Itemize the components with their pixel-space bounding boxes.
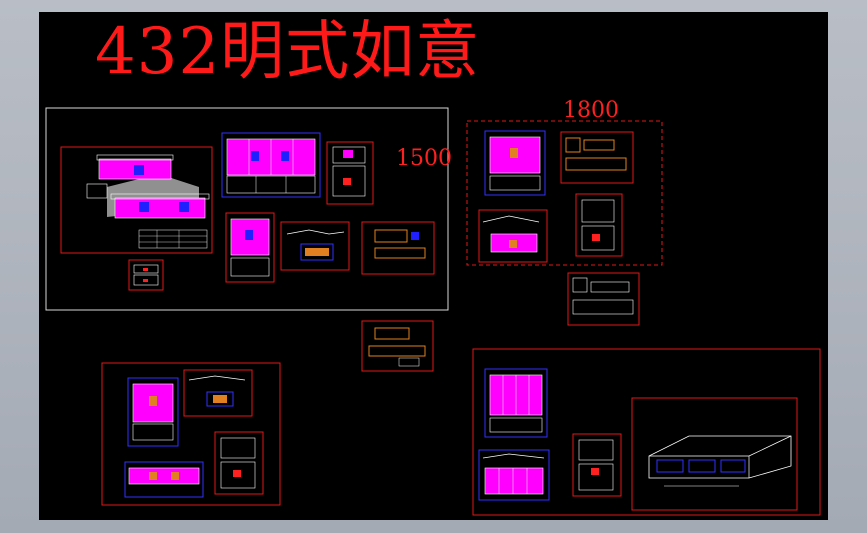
tv-cabinet-view-a[interactable] xyxy=(361,221,435,275)
tv-cabinet-view-b[interactable] xyxy=(361,320,434,372)
drawing-sheet xyxy=(45,107,821,516)
group-bedroom-set-c[interactable] xyxy=(101,362,281,506)
group-bedroom-set-a[interactable] xyxy=(45,107,449,311)
wardrobe-front-view-c[interactable] xyxy=(127,377,179,447)
cad-drawing-canvas[interactable]: 432明式如意 1800 1500 xyxy=(39,12,828,520)
wardrobe-side-view[interactable] xyxy=(225,212,275,283)
nightstand-view-b[interactable] xyxy=(575,193,623,257)
wardrobe-front-view-d[interactable] xyxy=(484,368,548,438)
bed-front-view-d[interactable] xyxy=(478,449,550,501)
bed-side-view-c[interactable] xyxy=(183,369,253,417)
group-bedroom-set-b[interactable] xyxy=(466,120,663,266)
dimension-label-depth: 1500 xyxy=(396,146,452,171)
group-bedroom-set-d[interactable] xyxy=(472,348,821,516)
cabinet-front-view[interactable] xyxy=(326,141,374,205)
wardrobe-front-view-b[interactable] xyxy=(484,130,546,196)
bed-side-view[interactable] xyxy=(280,221,350,271)
tv-cabinet-view-d[interactable] xyxy=(567,272,640,326)
nightstand-view-d[interactable] xyxy=(572,433,622,497)
nightstand-view-c[interactable] xyxy=(214,431,264,495)
tv-cabinet-perspective-view[interactable] xyxy=(631,397,798,511)
tv-cabinet-view-c[interactable] xyxy=(560,131,634,184)
drawing-title: 432明式如意 xyxy=(95,15,481,89)
dimension-label-width: 1800 xyxy=(563,98,619,123)
bed-side-view-b[interactable] xyxy=(478,209,548,263)
nightstand-front-view[interactable] xyxy=(128,259,164,291)
bed-front-view-c[interactable] xyxy=(124,461,204,498)
bed-perspective-view[interactable] xyxy=(60,146,213,254)
wardrobe-front-view[interactable] xyxy=(221,132,321,198)
